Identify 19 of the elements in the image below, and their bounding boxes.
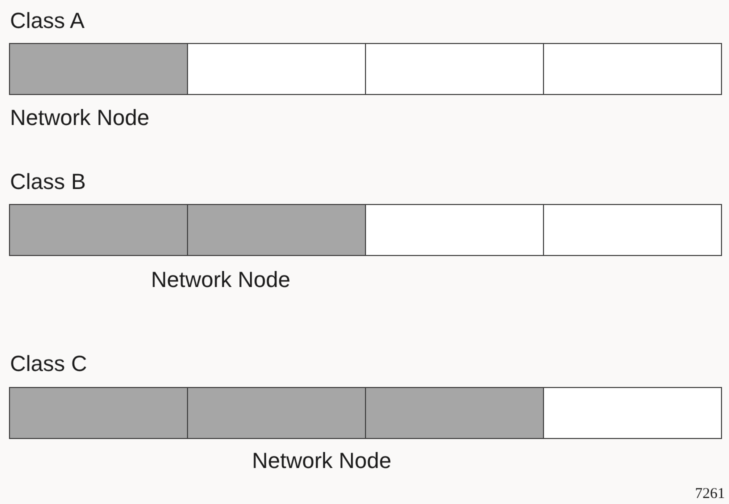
octet-segment: [543, 205, 721, 255]
field-caption: Network Node: [151, 267, 290, 293]
octet-segment: [10, 44, 187, 94]
octet-segment: [10, 388, 187, 438]
octet-segment: [187, 44, 365, 94]
field-caption: Network Node: [252, 448, 392, 474]
figure-number: 7261: [695, 486, 725, 502]
class-heading: Class B: [10, 169, 86, 195]
octet-segment: [543, 44, 721, 94]
octet-segment: [365, 388, 543, 438]
field-caption: Network Node: [10, 105, 150, 131]
octet-segment: [365, 205, 543, 255]
octet-segment: [187, 205, 365, 255]
class-heading: Class C: [10, 351, 88, 377]
octet-segment: [543, 388, 721, 438]
octet-segment: [365, 44, 543, 94]
octet-segment: [10, 205, 187, 255]
octet-segment: [187, 388, 365, 438]
class-heading: Class A: [10, 8, 85, 34]
